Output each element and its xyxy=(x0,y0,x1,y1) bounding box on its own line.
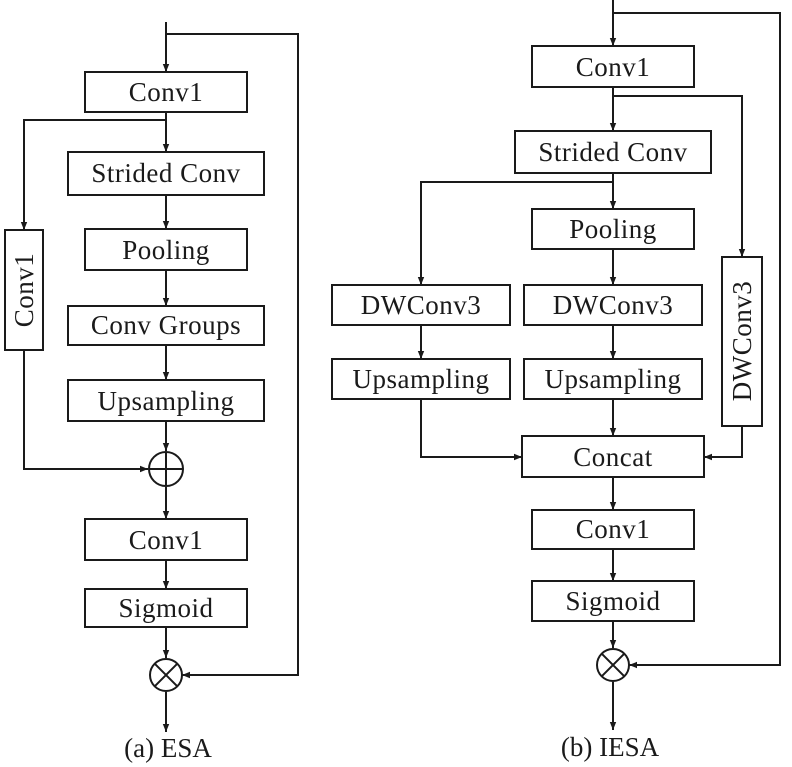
iesa-upsampling-mid-label: Upsampling xyxy=(545,364,682,394)
esa-diagram: Conv1 Strided Conv Pooling Conv Groups U… xyxy=(4,22,299,763)
iesa-conv1-top-label: Conv1 xyxy=(576,52,651,82)
iesa-branch-to-right-dwconv3 xyxy=(613,95,746,257)
iesa-dwconv3-mid-block: DWConv3 xyxy=(523,284,703,326)
esa-upsampling-label: Upsampling xyxy=(98,386,235,416)
iesa-left-upsampling-to-concat xyxy=(420,399,522,461)
esa-pooling-block: Pooling xyxy=(84,228,248,271)
iesa-right-dwconv3-to-concat xyxy=(704,426,743,461)
esa-conv-groups-block: Conv Groups xyxy=(67,305,265,346)
iesa-skip-connection xyxy=(613,12,781,669)
esa-conv1-top-block: Conv1 xyxy=(84,71,248,113)
esa-caption: (a) ESA xyxy=(124,733,212,763)
iesa-upsampling-mid-block: Upsampling xyxy=(523,358,703,400)
esa-strided-conv-block: Strided Conv xyxy=(67,151,265,196)
esa-conv1-side-block: Conv1 xyxy=(4,229,44,351)
esa-strided-conv-label: Strided Conv xyxy=(91,158,240,188)
esa-upsampling-block: Upsampling xyxy=(67,379,265,422)
esa-conv-groups-label: Conv Groups xyxy=(91,310,241,340)
esa-add-operator xyxy=(148,451,184,487)
esa-conv1-bottom-block: Conv1 xyxy=(84,518,248,561)
iesa-pooling-label: Pooling xyxy=(569,214,657,244)
esa-skip-connection xyxy=(166,33,299,679)
iesa-multiply-operator xyxy=(596,648,630,682)
esa-sigmoid-label: Sigmoid xyxy=(118,593,213,623)
iesa-upsampling-left-label: Upsampling xyxy=(353,364,490,394)
esa-branch-to-side-conv1 xyxy=(20,119,166,230)
iesa-upsampling-left-block: Upsampling xyxy=(331,358,511,400)
iesa-conv1-bottom-label: Conv1 xyxy=(576,514,651,544)
esa-conv1-top-label: Conv1 xyxy=(129,77,204,107)
iesa-sigmoid-label: Sigmoid xyxy=(565,586,660,616)
iesa-dwconv3-left-label: DWConv3 xyxy=(361,290,482,320)
iesa-pooling-block: Pooling xyxy=(531,208,695,250)
iesa-dwconv3-left-block: DWConv3 xyxy=(331,284,511,326)
esa-conv1-bottom-label: Conv1 xyxy=(129,525,204,555)
iesa-sigmoid-block: Sigmoid xyxy=(531,580,695,622)
iesa-conv1-top-block: Conv1 xyxy=(531,45,695,88)
iesa-branch-to-left-dwconv3 xyxy=(417,173,614,285)
iesa-strided-conv-label: Strided Conv xyxy=(538,137,687,167)
iesa-dwconv3-right-label: DWConv3 xyxy=(727,281,757,402)
iesa-conv1-bottom-block: Conv1 xyxy=(531,509,695,550)
iesa-caption: (b) IESA xyxy=(561,732,660,762)
esa-pooling-label: Pooling xyxy=(122,235,210,265)
iesa-concat-label: Concat xyxy=(573,442,652,472)
esa-side-to-add xyxy=(23,350,148,473)
esa-sigmoid-block: Sigmoid xyxy=(84,588,248,628)
iesa-dwconv3-right-block: DWConv3 xyxy=(721,256,763,427)
esa-conv1-side-label: Conv1 xyxy=(9,253,39,328)
iesa-strided-conv-block: Strided Conv xyxy=(514,130,712,174)
iesa-dwconv3-mid-label: DWConv3 xyxy=(553,290,674,320)
iesa-diagram: Conv1 Strided Conv Pooling DWConv3 DWCon… xyxy=(331,0,781,762)
iesa-concat-block: Concat xyxy=(521,435,705,478)
esa-multiply-operator xyxy=(149,658,183,692)
